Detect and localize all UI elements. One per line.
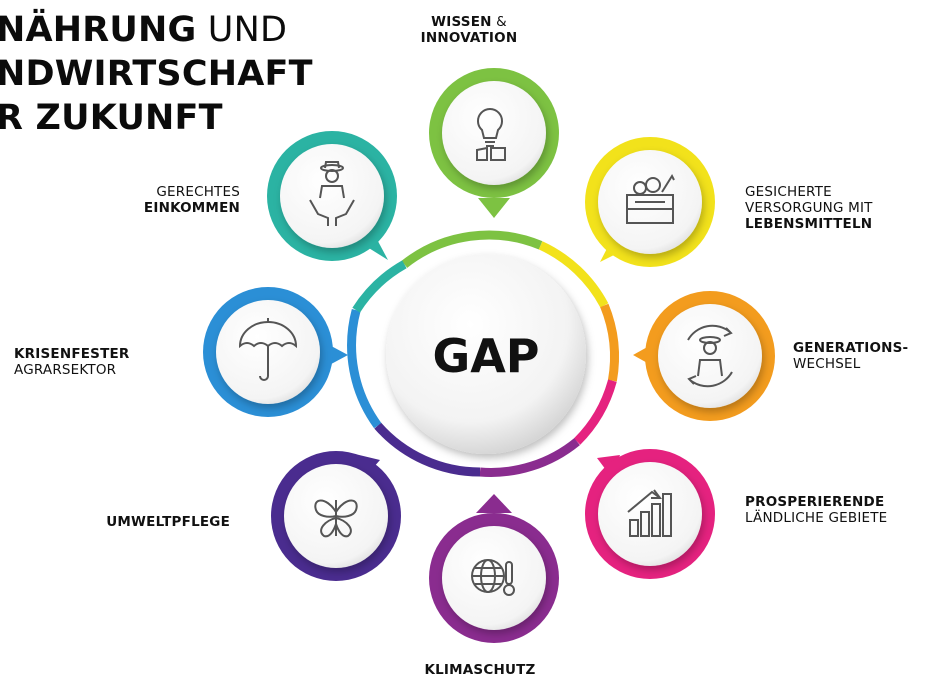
farmer-cycle-icon bbox=[687, 324, 733, 388]
crate-icon bbox=[626, 173, 675, 224]
label-laendlich-l1: PROSPERIERENDE bbox=[745, 494, 885, 510]
title-line1-rest: UND bbox=[196, 10, 288, 50]
label-wissen: WISSEN & INNOVATION bbox=[404, 14, 534, 46]
node-umwelt bbox=[271, 451, 401, 581]
ring-segment-magenta bbox=[573, 379, 617, 445]
globe-thermometer-icon bbox=[471, 559, 515, 596]
label-umwelt-l1: UMWELTPFLEGE bbox=[106, 514, 230, 530]
farmer-hands-icon bbox=[309, 161, 355, 226]
pointer-wissen bbox=[478, 198, 510, 218]
label-versorgung: GESICHERTE VERSORGUNG MIT LEBENSMITTELN bbox=[745, 184, 873, 232]
center-color-ring bbox=[347, 230, 619, 477]
node-generation bbox=[633, 291, 775, 421]
ring-segment-violet bbox=[374, 422, 481, 477]
node-krise bbox=[203, 287, 348, 417]
center-circle bbox=[386, 254, 586, 454]
label-generation-l2: WECHSEL bbox=[793, 356, 861, 372]
ring-segment-orange bbox=[600, 303, 619, 382]
title-line3: R ZUKUNFT bbox=[0, 98, 223, 138]
node-klima bbox=[429, 494, 559, 643]
butterfly-icon bbox=[314, 499, 358, 538]
node-disc-wissen bbox=[442, 81, 546, 185]
label-einkommen-l1: GERECHTES bbox=[156, 184, 240, 200]
label-einkommen-l2: EINKOMMEN bbox=[143, 200, 240, 216]
pointer-klima bbox=[476, 494, 512, 513]
title-line1-bold: NÄHRUNG bbox=[0, 10, 197, 50]
label-wissen-l2: INNOVATION bbox=[420, 30, 518, 46]
label-wissen-l1-rest: & bbox=[491, 14, 507, 30]
node-laendlich bbox=[585, 449, 715, 579]
umbrella-icon bbox=[238, 318, 298, 381]
label-klima-l1: KLIMASCHUTZ bbox=[424, 662, 536, 678]
label-umwelt: UMWELTPFLEGE bbox=[40, 514, 230, 530]
ring-segment-teal bbox=[352, 260, 407, 313]
node-disc-einkommen bbox=[280, 144, 384, 248]
label-versorgung-l2: VERSORGUNG MIT bbox=[745, 200, 873, 216]
label-laendlich-l2: LÄNDLICHE GEBIETE bbox=[745, 510, 888, 526]
ring-segment-purple bbox=[479, 438, 580, 477]
ring-segment-blue bbox=[347, 309, 382, 429]
label-versorgung-l1: GESICHERTE bbox=[745, 184, 832, 200]
label-generation-l1: GENERATIONS- bbox=[793, 340, 909, 356]
label-wissen-l1-bold: WISSEN bbox=[431, 14, 492, 30]
ring-segment-yellow bbox=[538, 241, 609, 308]
node-disc-generation bbox=[658, 304, 762, 408]
node-versorgung bbox=[585, 137, 715, 267]
label-generation: GENERATIONS- WECHSEL bbox=[793, 340, 908, 372]
page-title: NÄHRUNG UND NDWIRTSCHAFT R ZUKUNFT bbox=[0, 8, 313, 140]
node-wissen bbox=[429, 68, 559, 218]
label-krise-l2: AGRARSEKTOR bbox=[14, 362, 117, 378]
label-versorgung-l3: LEBENSMITTELN bbox=[745, 216, 873, 232]
label-laendlich: PROSPERIERENDE LÄNDLICHE GEBIETE bbox=[745, 494, 887, 526]
label-klima: KLIMASCHUTZ bbox=[410, 662, 550, 678]
center-label: GAP bbox=[432, 329, 539, 383]
lightbulb-icon bbox=[476, 108, 506, 161]
node-einkommen bbox=[267, 131, 397, 261]
label-krise: KRISENFESTER AGRARSEKTOR bbox=[14, 346, 130, 378]
label-einkommen: GERECHTES EINKOMMEN bbox=[80, 184, 240, 216]
growth-chart-icon bbox=[627, 489, 672, 537]
title-line2: NDWIRTSCHAFT bbox=[0, 54, 313, 94]
ring-segment-green bbox=[401, 230, 543, 268]
label-krise-l1: KRISENFESTER bbox=[14, 346, 130, 362]
